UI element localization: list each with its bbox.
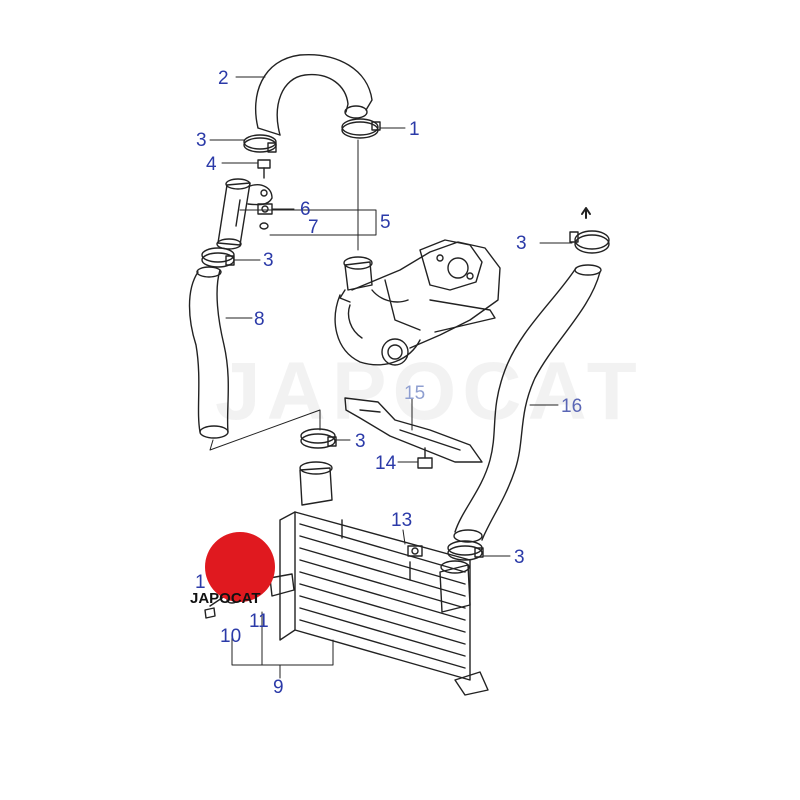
callout-3-righttop: 3 — [516, 233, 527, 254]
callout-7: 7 — [308, 217, 319, 238]
hose-8 — [188, 266, 229, 439]
callout-15: 15 — [404, 383, 426, 404]
callout-3-center: 3 — [355, 431, 366, 452]
callout-16: 16 — [561, 396, 583, 417]
callout-8: 8 — [254, 309, 265, 330]
heat-shield-15 — [344, 397, 483, 463]
nut-13 — [407, 545, 423, 557]
nut-6 — [257, 203, 273, 215]
washer-7 — [259, 222, 269, 230]
clamp-3-top — [243, 134, 277, 153]
hose-2 — [254, 53, 373, 136]
guide-line-5a — [349, 209, 377, 236]
leader-8-bottom — [209, 409, 321, 451]
watermark: JAPOCAT — [215, 346, 643, 437]
callout-9: 9 — [273, 677, 284, 698]
callout-14: 14 — [375, 453, 397, 474]
clamp-1 — [341, 118, 381, 139]
callout-6: 6 — [300, 199, 311, 220]
callout-1: 1 — [409, 119, 420, 140]
clamp-3-midleft — [201, 247, 235, 268]
intercooler-9 — [269, 461, 489, 696]
bolt-14 — [417, 447, 433, 469]
hose-16 — [453, 264, 602, 543]
callout-2: 2 — [218, 68, 229, 89]
bracket-9 — [231, 611, 334, 666]
callout-11: 11 — [249, 611, 269, 632]
logo-badge — [205, 532, 275, 602]
callout-3-rightbottom: 3 — [514, 547, 525, 568]
callout-4: 4 — [206, 154, 217, 175]
pipe-5 — [216, 178, 273, 250]
callout-3-midleft: 3 — [263, 250, 274, 271]
leader-13 — [402, 529, 406, 545]
callout-3-top: 3 — [196, 130, 207, 151]
callout-10: 10 — [220, 626, 242, 647]
clamp-3-center — [300, 428, 337, 449]
turbo-assembly — [334, 239, 501, 366]
logo-text: JAPOCAT — [190, 590, 261, 607]
callout-12: 1 — [195, 572, 206, 593]
bolt-4 — [257, 159, 271, 179]
callout-5: 5 — [380, 212, 391, 233]
clamp-3-righttop — [569, 207, 610, 254]
callout-13: 13 — [391, 510, 413, 531]
clamp-3-rightbottom — [447, 540, 484, 561]
